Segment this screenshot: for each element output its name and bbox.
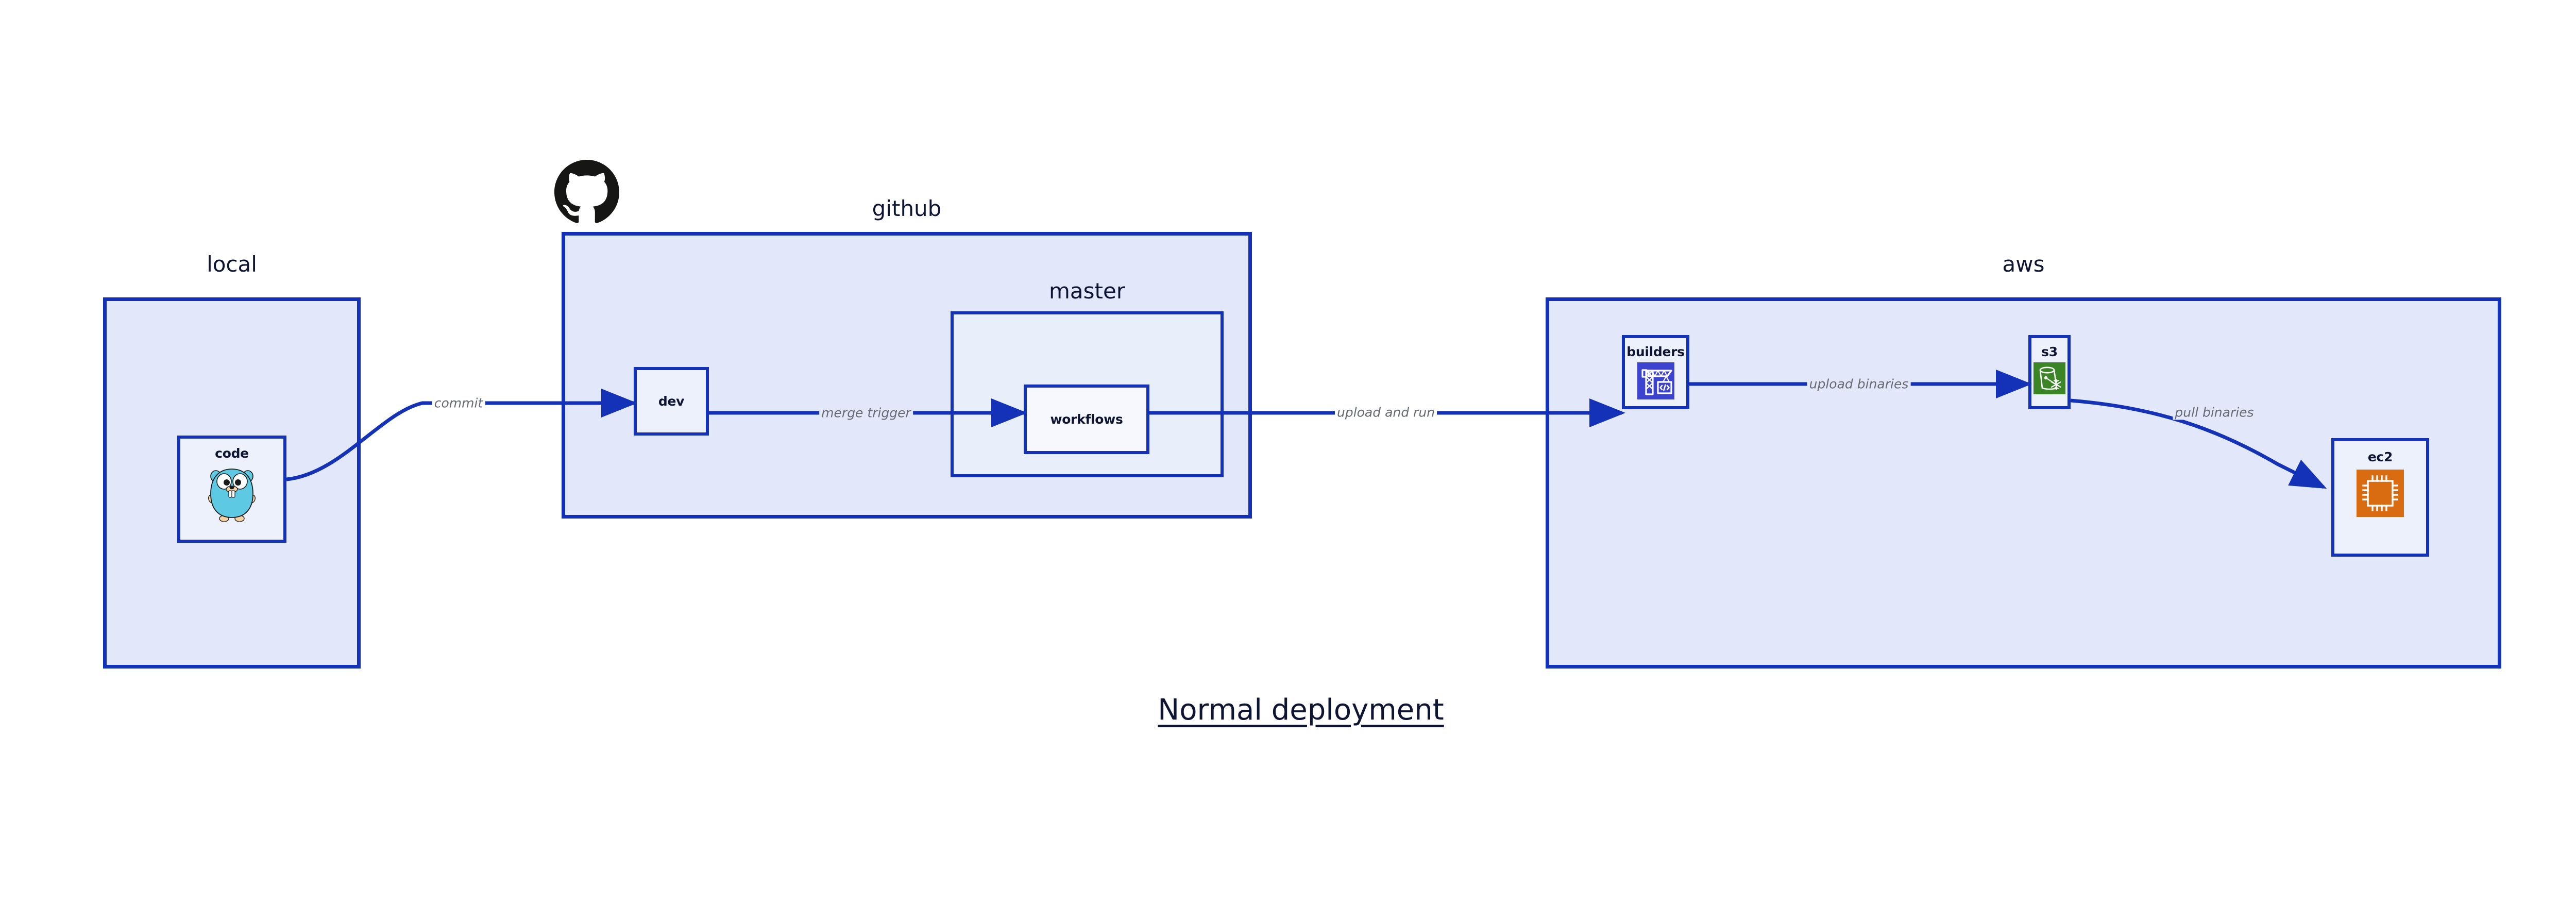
group-label-github: github — [872, 196, 942, 221]
node-s3[interactable]: s3 — [2028, 335, 2071, 409]
aws-s3-glacier-icon — [2033, 362, 2065, 396]
page-title: Normal deployment — [1158, 693, 1444, 727]
edge-label-pull-binaries: pull binaries — [2173, 405, 2256, 420]
node-label-code: code — [215, 446, 249, 461]
node-label-dev: dev — [658, 394, 685, 409]
edge-label-upload-and-run: upload and run — [1334, 405, 1437, 420]
edge-commit — [286, 389, 637, 481]
node-dev[interactable]: dev — [634, 367, 709, 436]
node-label-ec2: ec2 — [2367, 449, 2393, 464]
aws-codebuild-icon — [1637, 362, 1674, 402]
edge-label-merge-trigger: merge trigger — [819, 405, 913, 421]
edge-pull-binaries — [2070, 398, 2327, 489]
github-octocat-logo — [554, 160, 619, 227]
node-label-s3: s3 — [2041, 344, 2058, 359]
edge-label-commit: commit — [432, 395, 485, 411]
node-builders[interactable]: builders — [1622, 335, 1689, 409]
group-label-master: master — [1048, 278, 1126, 304]
aws-ec2-icon — [2357, 470, 2404, 519]
group-label-aws: aws — [2002, 252, 2045, 277]
go-gopher-icon — [207, 465, 257, 524]
node-label-builders: builders — [1626, 344, 1685, 359]
group-label-local: local — [207, 252, 257, 277]
node-label-workflows: workflows — [1050, 412, 1123, 427]
node-workflows[interactable]: workflows — [1024, 385, 1149, 454]
edge-label-upload-binaries: upload binaries — [1807, 376, 1911, 392]
node-ec2[interactable]: ec2 — [2331, 438, 2429, 557]
node-code[interactable]: code — [177, 436, 286, 543]
